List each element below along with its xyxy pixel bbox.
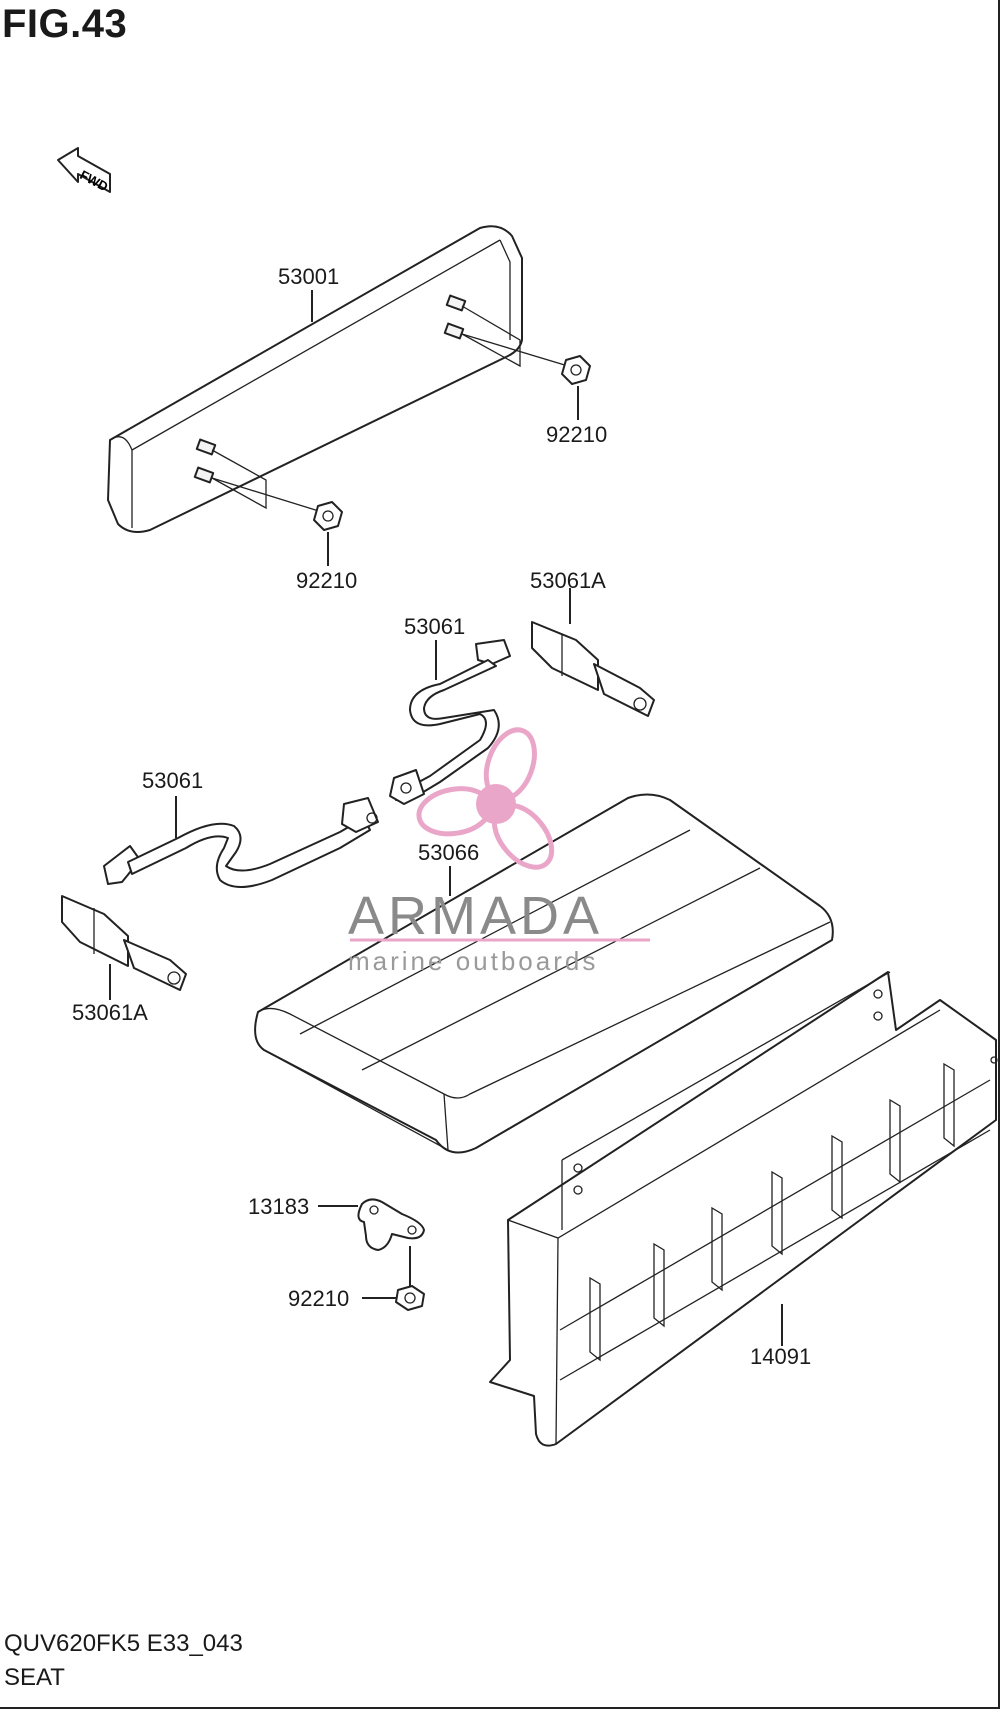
- callout-53061A-left[interactable]: 53061A: [72, 1000, 148, 1025]
- propeller-icon: [416, 727, 555, 870]
- belt-right-part[interactable]: [389, 639, 511, 805]
- watermark-brand: ARMADA: [348, 886, 603, 946]
- seat-base-part[interactable]: [489, 971, 998, 1447]
- callout-53066[interactable]: 53066: [418, 840, 479, 865]
- bracket-part[interactable]: [357, 1198, 425, 1251]
- callout-13183[interactable]: 13183: [248, 1194, 309, 1219]
- nut-lower[interactable]: [395, 1285, 425, 1311]
- callout-92210-upper-right[interactable]: 92210: [546, 422, 607, 447]
- seat-cushion-part[interactable]: [254, 793, 834, 1154]
- callout-53061-left[interactable]: 53061: [142, 768, 203, 793]
- callout-92210-upper-left[interactable]: 92210: [296, 568, 357, 593]
- figure-title: FIG.43: [2, 2, 128, 46]
- watermark: ARMADA marine outboards: [348, 727, 650, 976]
- watermark-tagline: marine outboards: [348, 946, 598, 976]
- callout-53061A-right[interactable]: 53061A: [530, 568, 606, 593]
- buckle-right-part[interactable]: [531, 621, 655, 717]
- fwd-arrow-icon: FWD: [57, 147, 111, 194]
- callout-14091[interactable]: 14091: [750, 1344, 811, 1369]
- buckle-left-part[interactable]: [61, 895, 187, 991]
- seat-back-part[interactable]: [107, 225, 569, 533]
- callout-92210-lower[interactable]: 92210: [288, 1286, 349, 1311]
- nut-upper-left[interactable]: [313, 501, 343, 531]
- figure-code: QUV620FK5 E33_043: [4, 1630, 243, 1657]
- callout-53001[interactable]: 53001: [278, 264, 339, 289]
- callout-53061-right[interactable]: 53061: [404, 614, 465, 639]
- nut-upper-right[interactable]: [561, 355, 591, 385]
- figure-name: SEAT: [4, 1664, 65, 1691]
- belt-left-part[interactable]: [103, 797, 379, 888]
